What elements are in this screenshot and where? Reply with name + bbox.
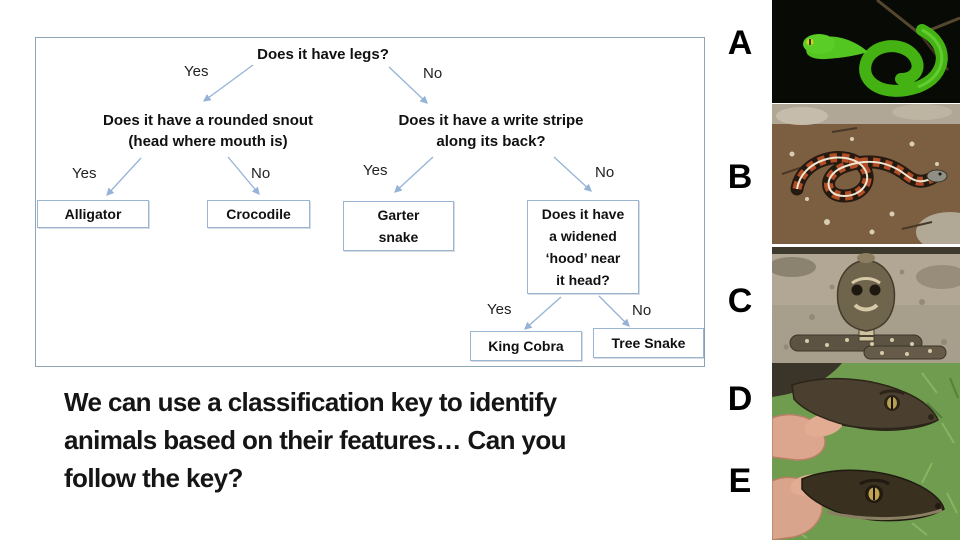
photo-a-green-pit-viper bbox=[772, 0, 960, 103]
label-no-snout: No bbox=[251, 165, 271, 182]
flowchart-arrows bbox=[106, 64, 630, 330]
answer-letter-c: C bbox=[727, 282, 753, 320]
photo-c-king-cobra bbox=[772, 247, 960, 363]
result-crocodile: Crocodile bbox=[207, 200, 310, 228]
answer-letter-b: B bbox=[727, 158, 753, 196]
slide-caption: We can use a classification key to ident… bbox=[64, 387, 567, 493]
answer-letter-d: D bbox=[727, 380, 753, 418]
result-tree-snake: Tree Snake bbox=[593, 328, 704, 358]
label-yes-hood: Yes bbox=[487, 301, 512, 318]
result-alligator: Alligator bbox=[37, 200, 149, 228]
label-yes-snout: Yes bbox=[72, 165, 97, 182]
classification-key-frame: Does it have legs? Does it have a rounde… bbox=[35, 37, 705, 367]
question-hood-box: Does it have a widened ‘hood’ near it he… bbox=[527, 200, 639, 294]
label-no-stripe: No bbox=[595, 164, 615, 181]
photo-b-garter-snake bbox=[772, 104, 960, 244]
label-no-hood: No bbox=[632, 302, 652, 319]
question-snout: Does it have a rounded snout (head where… bbox=[102, 112, 314, 150]
label-no-legs: No bbox=[423, 65, 443, 82]
answer-letter-a: A bbox=[727, 24, 753, 62]
result-king-cobra: King Cobra bbox=[470, 331, 582, 361]
question-legs: Does it have legs? bbox=[257, 46, 389, 63]
result-garter-snake: Garter snake bbox=[343, 201, 454, 251]
question-stripe: Does it have a write stripe along its ba… bbox=[398, 112, 584, 150]
photo-d-e-caiman-and-alligator-heads bbox=[772, 363, 960, 540]
answer-letter-e: E bbox=[728, 462, 752, 500]
label-yes-legs: Yes bbox=[184, 63, 209, 80]
label-yes-stripe: Yes bbox=[363, 162, 388, 179]
